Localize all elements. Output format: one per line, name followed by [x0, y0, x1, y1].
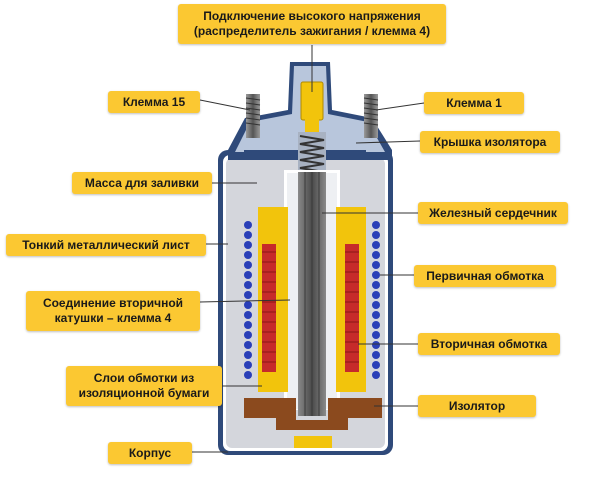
- label-thin-metal-sheet: Тонкий металлический лист: [6, 234, 206, 256]
- terminal-15-post: [245, 94, 261, 138]
- label-secondary-connection: Соединение вторичной катушки – клемма 4: [26, 291, 200, 331]
- label-terminal-15: Клемма 15: [108, 91, 200, 113]
- primary-winding: [244, 221, 380, 379]
- label-secondary-winding: Вторичная обмотка: [418, 333, 560, 355]
- label-insulator: Изолятор: [418, 395, 536, 417]
- spring: [298, 132, 326, 174]
- label-insulator-cap: Крышка изолятора: [420, 131, 560, 153]
- terminal-1-post: [363, 94, 379, 138]
- secondary-winding: [262, 244, 359, 372]
- label-housing: Корпус: [108, 442, 192, 464]
- label-potting-compound: Масса для заливки: [72, 172, 212, 194]
- label-terminal-1: Клемма 1: [424, 92, 524, 114]
- label-iron-core: Железный сердечник: [418, 202, 568, 224]
- iron-core: [298, 172, 326, 416]
- label-paper-layers: Слои обмотки из изоляционной бумаги: [66, 366, 222, 406]
- label-hv-connection: Подключение высокого напряжения (распред…: [178, 4, 446, 44]
- leader-lines: [192, 45, 425, 453]
- label-primary-winding: Первичная обмотка: [414, 265, 556, 287]
- bottom-insulator: [244, 398, 382, 448]
